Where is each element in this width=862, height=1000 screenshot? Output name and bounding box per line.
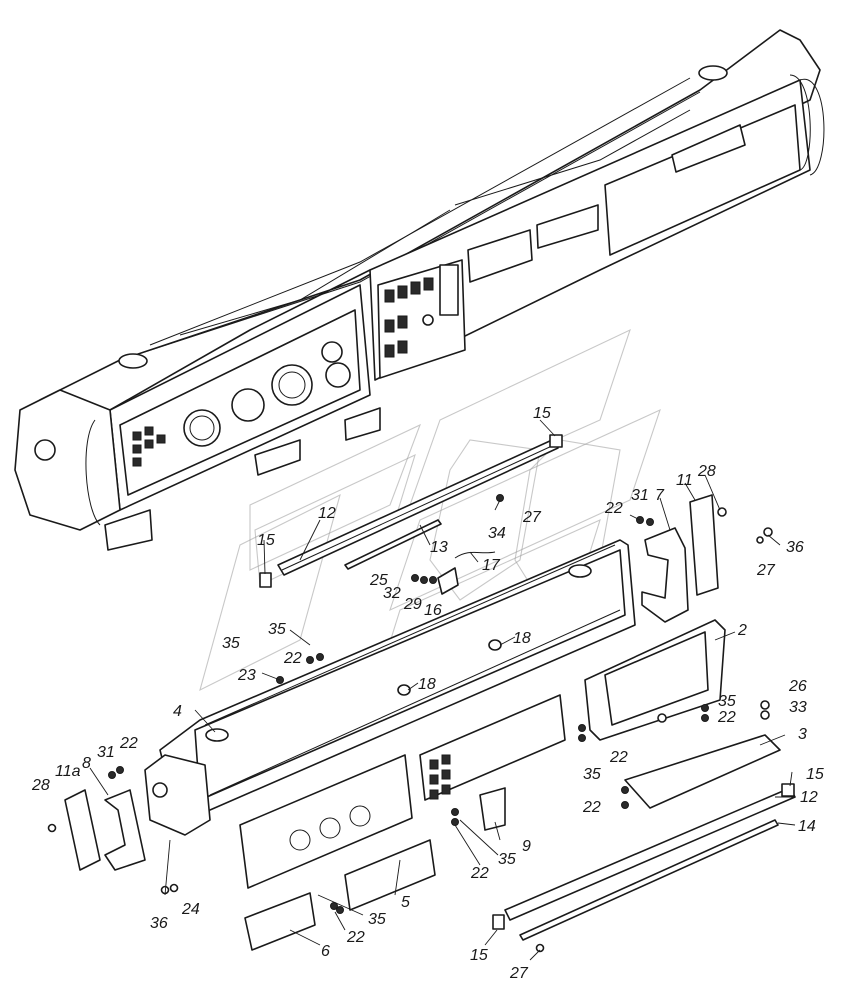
part-14-lower-strip: [519, 819, 779, 941]
callout-31: 31: [97, 744, 115, 761]
callout-23: 23: [237, 667, 256, 684]
callout-22: 22: [582, 799, 601, 816]
callout-22: 22: [119, 735, 138, 752]
callout-35: 35: [718, 693, 736, 710]
callout-22: 22: [609, 749, 628, 766]
callout-36: 36: [150, 915, 168, 932]
callout-22: 22: [604, 500, 623, 517]
callout-22: 22: [470, 865, 489, 882]
leader-lines: [89, 419, 796, 961]
callout-5: 5: [401, 894, 410, 911]
part-4-dashboard-frame: [144, 539, 636, 836]
callout-28: 28: [31, 777, 50, 794]
assembled-dashboard: [14, 29, 825, 551]
callout-15: 15: [533, 405, 551, 422]
callout-7: 7: [655, 487, 665, 504]
callout-16: 16: [424, 602, 442, 619]
callout-15: 15: [806, 766, 824, 783]
part-12-upper-rail: [277, 439, 559, 576]
callout-2: 2: [737, 622, 747, 639]
part-2-glovebox-panel: [584, 619, 726, 741]
callout-27: 27: [509, 965, 529, 982]
callout-35: 35: [498, 851, 516, 868]
callout-22: 22: [717, 709, 736, 726]
callout-36: 36: [786, 539, 804, 556]
part-3-glovebox-lid: [624, 734, 781, 809]
part-8-handle: [104, 789, 146, 871]
callout-11: 11: [676, 472, 693, 489]
part-6-bracket: [244, 892, 316, 951]
part-15-plug-top: [549, 434, 563, 448]
small-fasteners-middle: [411, 494, 504, 584]
callout-27: 27: [756, 562, 776, 579]
callout-32: 32: [383, 585, 401, 602]
callout-35: 35: [222, 635, 240, 652]
part-11a-end-plate: [64, 789, 101, 871]
callout-22: 22: [283, 650, 302, 667]
callout-34: 34: [488, 525, 506, 542]
switch-panel-lower: [419, 694, 566, 801]
callout-15: 15: [470, 947, 488, 964]
fasteners-right-mid: [578, 700, 770, 809]
part-17-wire: [454, 551, 496, 559]
callout-3: 3: [798, 726, 807, 743]
callout-11a: 11a: [55, 763, 81, 780]
callout-12: 12: [318, 505, 336, 522]
callout-27: 27: [522, 509, 542, 526]
callout-8: 8: [82, 755, 91, 772]
callout-24: 24: [181, 901, 200, 918]
callout-35: 35: [583, 766, 601, 783]
callout-9: 9: [522, 838, 531, 855]
callout-18: 18: [418, 676, 436, 693]
callout-22: 22: [346, 929, 365, 946]
part-7-handle-bracket: [641, 527, 689, 623]
callout-29: 29: [403, 596, 422, 613]
callout-35: 35: [268, 621, 286, 638]
callout-15: 15: [257, 532, 275, 549]
callout-25: 25: [369, 572, 388, 589]
part-15-plug-left: [259, 572, 272, 588]
callout-labels: 15 12 13 17 15 25 32 29 16 34 27 22 31 7…: [31, 405, 824, 982]
callout-26: 26: [788, 678, 807, 695]
callout-35: 35: [368, 911, 386, 928]
callout-31: 31: [631, 487, 649, 504]
callout-6: 6: [321, 943, 330, 960]
part-16-bracket: [437, 567, 459, 595]
part-5-bracket: [344, 839, 436, 911]
callout-14: 14: [798, 818, 816, 835]
callout-18: 18: [513, 630, 531, 647]
part-11-side-cap: [689, 494, 719, 596]
callout-17: 17: [482, 557, 501, 574]
part-9-relay-block: [479, 787, 506, 831]
callout-33: 33: [789, 699, 807, 716]
callout-13: 13: [430, 539, 448, 556]
part-13-strip: [344, 519, 442, 570]
callout-4: 4: [173, 703, 182, 720]
callout-12: 12: [800, 789, 818, 806]
callout-28: 28: [697, 463, 716, 480]
part-15-plug-bottom: [492, 783, 795, 930]
instrument-panel-lower: [239, 754, 413, 889]
